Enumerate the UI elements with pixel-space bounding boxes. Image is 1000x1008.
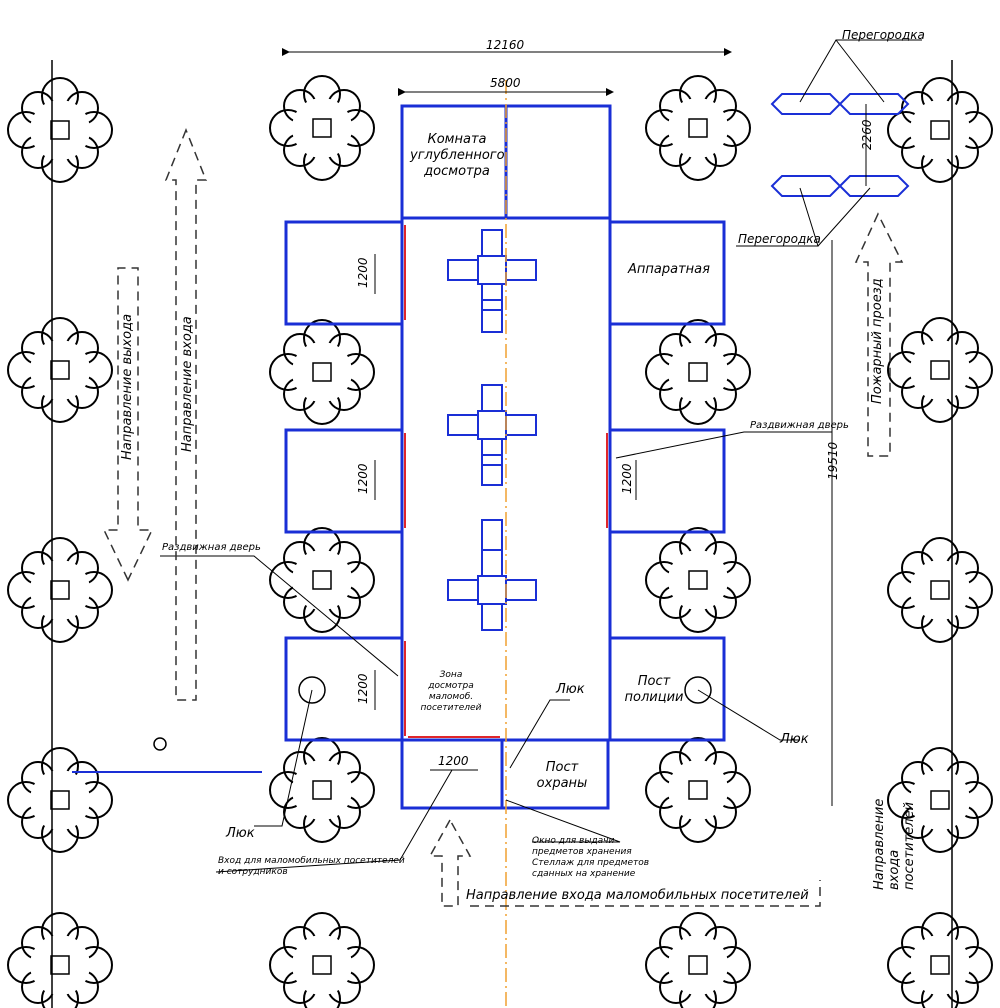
leader-lines (160, 39, 922, 873)
direction-arrows (102, 127, 904, 907)
dim-room2: 1200 (356, 463, 370, 494)
sliding-doors (404, 225, 608, 738)
label-dir-lowmob: Направление входа маломобильных посетите… (466, 888, 809, 903)
label-security: Пост охраны (536, 760, 588, 791)
label-sliding-door-left: Раздвижная дверь (162, 542, 261, 553)
label-sliding-door-right: Раздвижная дверь (750, 420, 849, 431)
label-hatch-mid: Люк (556, 682, 585, 697)
label-hatch-right: Люк (780, 732, 809, 747)
partitions (770, 93, 910, 197)
dim-2260: 2260 (860, 119, 874, 150)
label-hatch-left: Люк (226, 826, 255, 841)
label-zone: Зона досмотра маломоб. посетителей (420, 670, 482, 713)
label-dir-entry: Направление входа (180, 316, 195, 452)
building-walls (284, 104, 726, 810)
tree-group (7, 75, 993, 1008)
dim-bottom: 1200 (438, 754, 469, 768)
dim-corridor: 5800 (490, 76, 521, 90)
label-entry-lowmob: Вход для маломобильных посетителей и сот… (218, 856, 405, 877)
dim-room1: 1200 (356, 257, 370, 288)
inspection-tables (447, 229, 537, 631)
dim-right-room: 1200 (620, 463, 634, 494)
label-dir-entry-vert: Направление входа посетителей (872, 798, 917, 890)
label-deep-search: Комната углубленного досмотра (410, 132, 505, 179)
dim-19510: 19510 (826, 441, 840, 480)
dimension-lines (282, 48, 867, 806)
dim-overall: 12160 (486, 38, 525, 52)
label-partition-top: Перегородка (842, 28, 925, 42)
label-fire-lane: Пожарный проезд (870, 278, 885, 404)
label-police: Пост полиции (624, 674, 684, 705)
label-partition-mid: Перегородка (738, 232, 821, 246)
label-storage-window: Окно для выдачи предметов хранения Стелл… (532, 836, 650, 879)
label-dir-exit: Направление выхода (120, 313, 135, 460)
label-equipment-room: Аппаратная (628, 262, 710, 277)
dim-room3: 1200 (356, 673, 370, 704)
